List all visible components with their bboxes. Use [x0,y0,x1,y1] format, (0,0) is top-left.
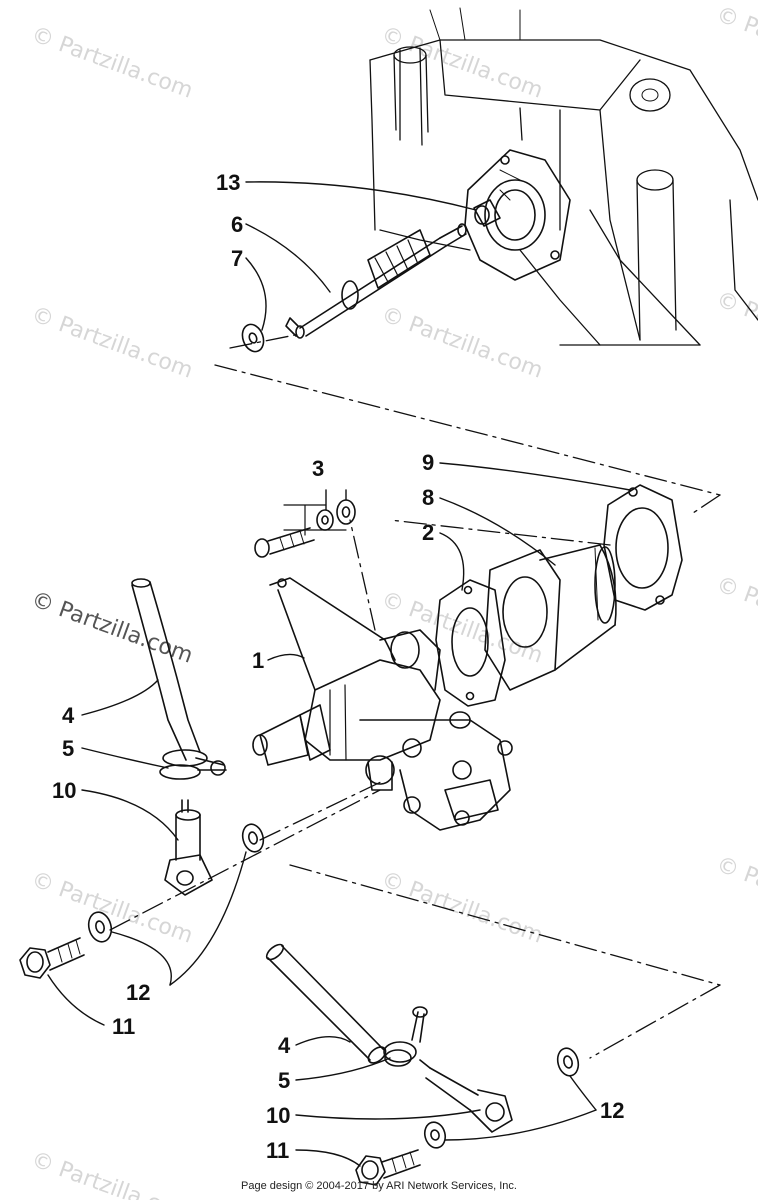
part-8-pump-housing [484,544,617,691]
watermark: © Partzilla.com [28,867,196,949]
callout-5-upper: 5 [62,736,74,761]
callout-5-lower: 5 [278,1068,290,1093]
callout-12-upper: 12 [126,980,150,1005]
part-1-oil-pump [252,577,513,831]
callout-labels: 13 6 7 3 9 8 2 1 4 5 10 12 11 4 5 10 12 … [52,170,624,1163]
crankcase-pump-flange [464,149,571,281]
part-7-washer [241,323,265,353]
watermark: © Partzilla.com [28,1147,196,1200]
callout-2: 2 [422,520,434,545]
part-10-banjo-upper [164,799,213,896]
part-3-screw-and-washers [254,499,356,558]
leader-lines [47,181,631,1167]
part-5-clamp-lower [383,1006,428,1067]
callout-13: 13 [216,170,240,195]
callout-7: 7 [231,246,243,271]
part-12-washer-upper [87,823,265,943]
callout-12-lower: 12 [600,1098,624,1123]
part-13-bushing [473,199,501,227]
callout-10-lower: 10 [266,1103,290,1128]
callout-11-upper: 11 [112,1014,135,1039]
part-6-drive-shaft-gear [285,223,467,339]
assembly-lines [109,333,721,1059]
watermark: © Partzilla.com [713,2,758,84]
callout-1: 1 [252,648,264,673]
callout-9: 9 [422,450,434,475]
part-11-bolt-upper [19,937,85,979]
callout-4-upper: 4 [62,703,75,728]
watermarks: © Partzilla.com © Partzilla.com © Partzi… [28,2,758,1200]
watermark: © Partzilla.com [378,587,546,669]
watermark: © Partzilla.com [378,867,546,949]
callout-10-upper: 10 [52,778,76,803]
callout-11-lower: 11 [266,1138,289,1163]
watermark: © Partzilla.com [28,22,196,104]
callout-8: 8 [422,485,434,510]
part-5-clamp-upper [159,749,227,780]
part-4-hose-upper [131,578,201,761]
watermark: © Partzilla.com [713,852,758,934]
engine-crankcase [369,7,758,346]
callout-3: 3 [312,456,324,481]
part-10-banjo-lower [419,1059,513,1133]
part-11-bolt-lower [355,1149,421,1186]
callout-4-lower: 4 [278,1033,291,1058]
page-footer: Page design © 2004-2017 by ARI Network S… [241,1180,517,1192]
part-12-washer-lower [423,1047,580,1149]
watermark: © Partzilla.com [378,302,546,384]
watermark: © Partzilla.com [713,572,758,654]
watermark: © Partzilla.com [28,302,196,384]
callout-6: 6 [231,212,243,237]
watermark: © Partzilla.com [713,287,758,369]
